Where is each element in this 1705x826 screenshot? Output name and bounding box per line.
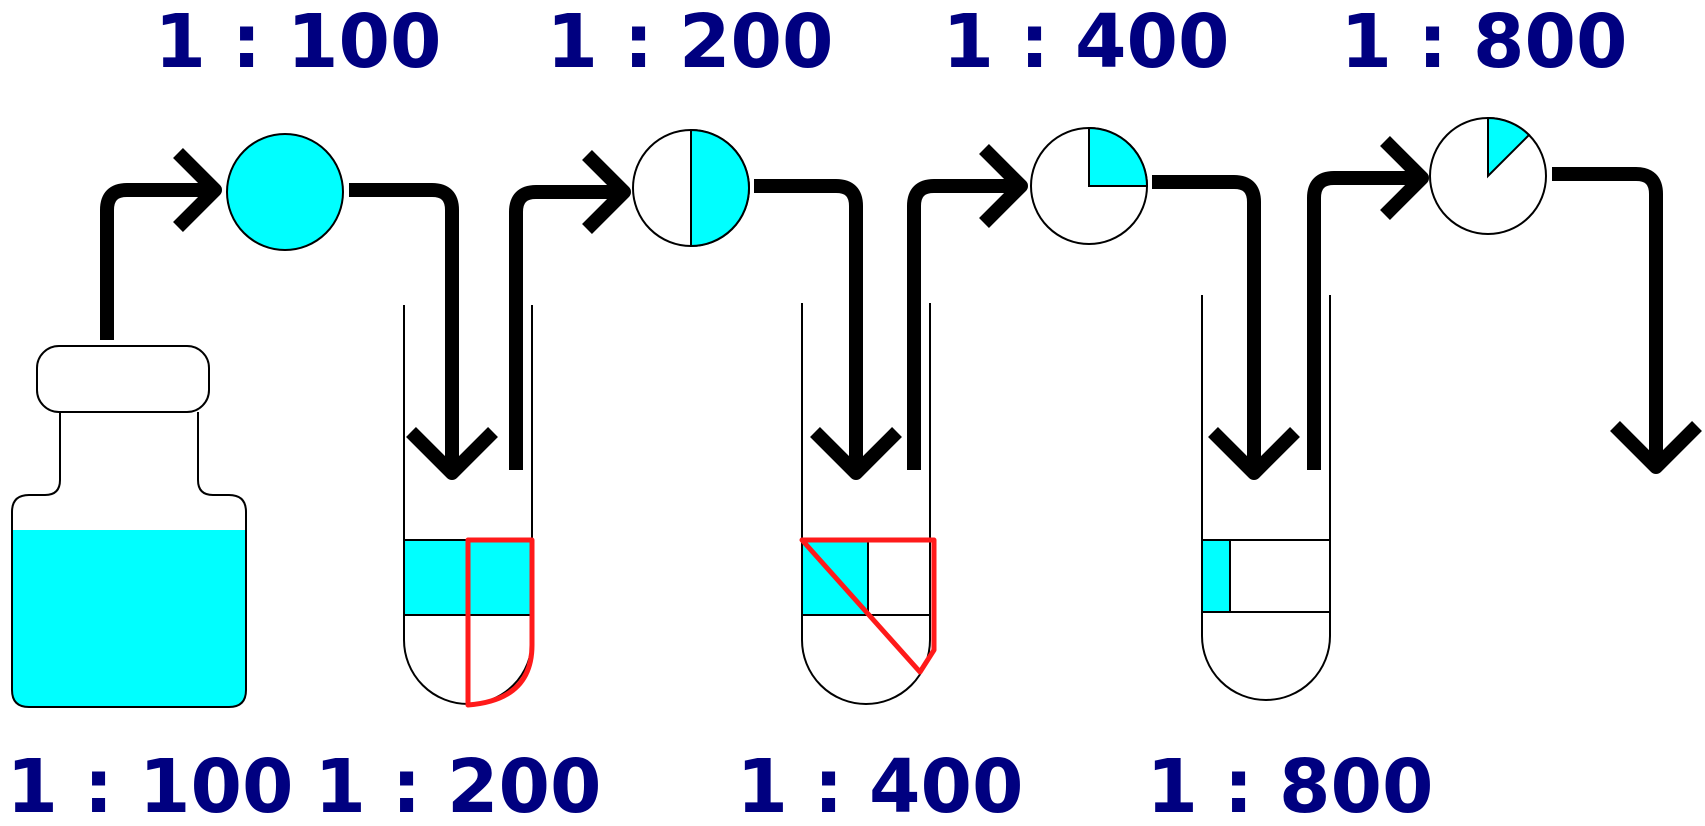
bottom-label-3: 1 : 400 (736, 744, 1023, 821)
test-tube-1 (403, 305, 535, 708)
transfer-arrow-8 (1552, 167, 1702, 474)
test-tube-3 (1201, 295, 1331, 701)
top-label-2: 1 : 200 (546, 0, 833, 85)
bottom-label-2: 1 : 200 (314, 744, 601, 821)
aliquot-wedge-3 (1088, 126, 1149, 187)
transfer-arrow-5 (907, 144, 1028, 470)
aliquot-circle-4 (1429, 116, 1547, 235)
test-tube-2 (799, 303, 937, 705)
bottom-label-1: 1 : 100 (6, 744, 293, 821)
aliquot-wedge-2 (690, 128, 750, 248)
transfer-arrow-4 (754, 179, 902, 480)
bottom-label-4: 1 : 800 (1146, 744, 1433, 821)
highlight-outline-2 (799, 537, 937, 675)
transfer-arrow-7 (1307, 136, 1429, 470)
transfer-arrow-6 (1152, 175, 1300, 480)
bottle-body (11, 412, 247, 708)
top-label-4: 1 : 800 (1340, 0, 1627, 85)
stock-bottle (11, 345, 247, 708)
bottle-cap (36, 345, 210, 413)
aliquot-circle-1 (226, 133, 344, 251)
aliquot-circle-3 (1030, 126, 1149, 245)
transfer-arrow-1 (100, 148, 222, 340)
transfer-arrow-2 (349, 183, 498, 480)
top-label-1: 1 : 100 (154, 0, 441, 85)
transfer-arrow-3 (509, 150, 631, 470)
aliquot-circle-2 (632, 128, 750, 248)
aliquot-wedge-4 (1487, 116, 1531, 179)
top-label-3: 1 : 400 (942, 0, 1229, 85)
highlight-outline-1 (465, 537, 535, 708)
bottle-liquid (12, 530, 246, 707)
